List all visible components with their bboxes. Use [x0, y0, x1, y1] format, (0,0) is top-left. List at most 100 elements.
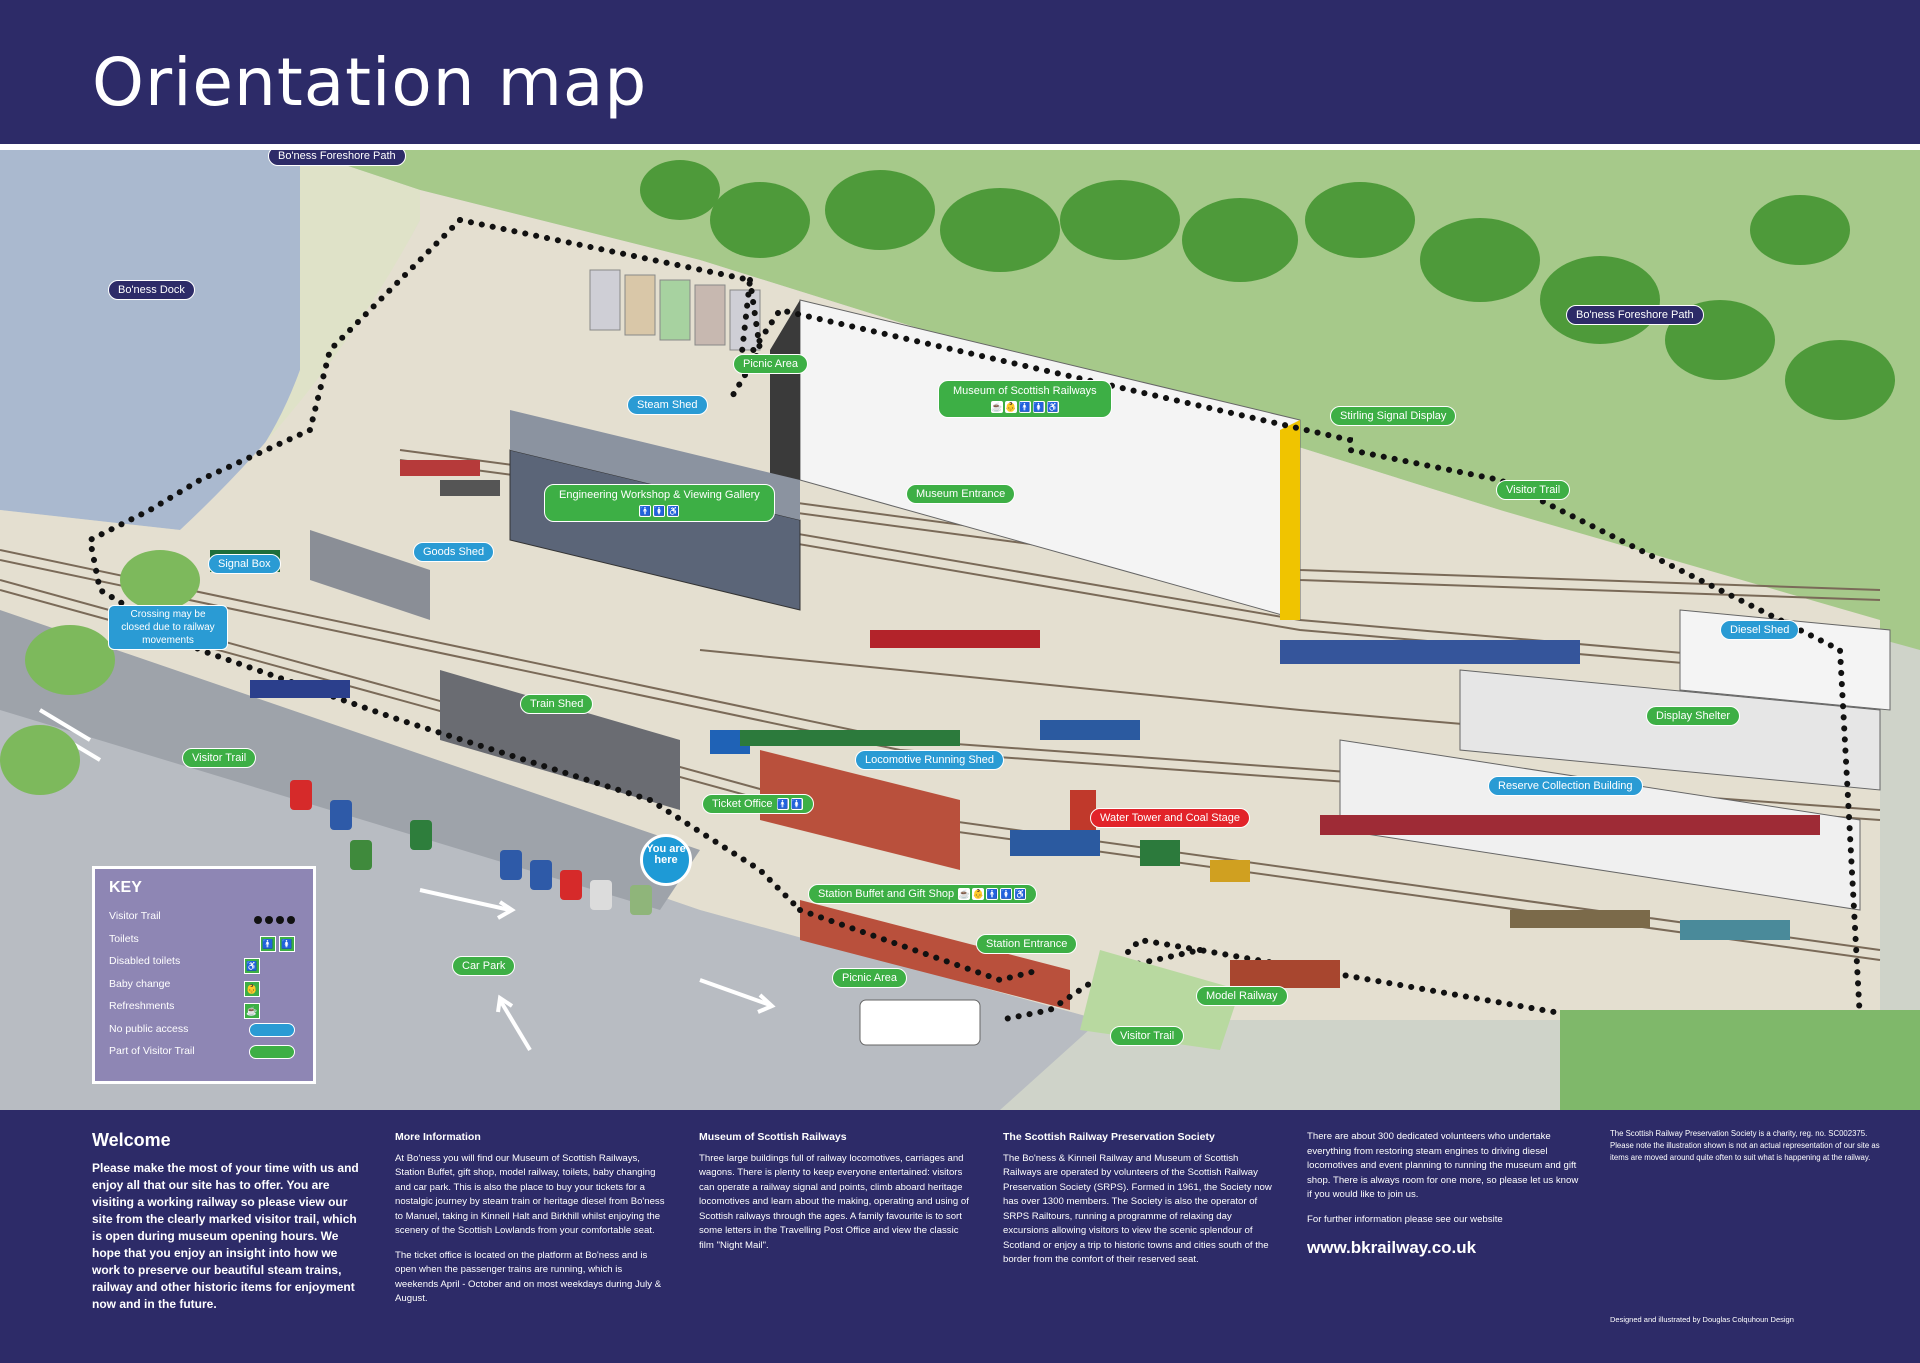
label-display-shelter: Display Shelter: [1646, 706, 1740, 726]
dock-water: [0, 150, 300, 530]
label-water-tower-coal-stage: Water Tower and Coal Stage: [1090, 808, 1251, 828]
label-visitor-trail-west: Visitor Trail: [182, 748, 257, 768]
key-label: Refreshments: [109, 1000, 175, 1012]
key-label: No public access: [109, 1022, 189, 1035]
blue-pill-swatch: [249, 1022, 295, 1046]
welcome-text: Please make the most of your time with u…: [92, 1161, 359, 1311]
label-car-park: Car Park: [452, 956, 516, 976]
key-label: Toilets: [109, 932, 139, 945]
museum-column: Museum of Scottish Railways Three large …: [699, 1130, 971, 1263]
trail-dots-icon: [251, 910, 295, 933]
wheelchair-icon: ♿: [667, 505, 680, 517]
display-shelter-building: [1459, 669, 1881, 791]
lower-road: [0, 610, 700, 910]
road-arrows: [38, 708, 776, 1052]
key-row-visitor-trail: Visitor Trail: [109, 905, 299, 928]
srps-column: The Scottish Railway Preservation Societ…: [1003, 1130, 1275, 1278]
workshop-label-text: Engineering Workshop & Viewing Gallery: [559, 489, 760, 501]
label-signal-box: Signal Box: [208, 554, 281, 574]
footer-info: Welcome Please make the most of your tim…: [0, 1110, 1920, 1363]
museum-amenity-icons: ☕👶🚹🚺♿: [953, 400, 1097, 414]
volunteers-paragraph-2: For further information please see our w…: [1307, 1213, 1503, 1225]
label-station-entrance: Station Entrance: [976, 934, 1078, 954]
trees-left: [0, 550, 200, 795]
label-picnic-area-south: Picnic Area: [832, 968, 908, 988]
rolling-stock: [210, 460, 1820, 988]
page-title: Orientation map: [92, 44, 648, 121]
key-title: KEY: [109, 879, 142, 896]
key-row-disabled-toilets: Disabled toilets♿: [109, 950, 299, 974]
toilet-icon: 🚹: [1018, 401, 1031, 413]
charity-note: The Scottish Railway Preservation Societ…: [1610, 1129, 1880, 1162]
header-divider: [0, 144, 1920, 150]
toilet-icon: 🚺: [1000, 888, 1013, 900]
key-label: Baby change: [109, 977, 171, 990]
more-info-paragraph-2: The ticket office is located on the plat…: [395, 1249, 662, 1305]
toilet-icon: 🚹🚺: [257, 933, 295, 956]
label-visitor-trail-east: Visitor Trail: [1496, 480, 1571, 500]
map-illustration: [0, 150, 1920, 1110]
ticket-office-label-text: Ticket Office: [712, 798, 773, 810]
volunteers-column: There are about 300 dedicated volunteers…: [1307, 1130, 1579, 1256]
more-info-heading: More Information: [395, 1131, 481, 1143]
label-picnic-area-north: Picnic Area: [733, 354, 809, 374]
tree-band: [640, 160, 1895, 420]
label-goods-shed: Goods Shed: [413, 542, 495, 562]
cup-icon: ☕: [990, 401, 1003, 413]
museum-label-text: Museum of Scottish Railways: [953, 385, 1097, 397]
label-steam-shed: Steam Shed: [627, 395, 708, 415]
museum-heading: Museum of Scottish Railways: [699, 1131, 847, 1143]
key-row-part-of-visitor-trail: Part of Visitor Trail: [109, 1040, 299, 1063]
baby-change-icon: 👶: [1004, 401, 1017, 413]
baby-change-icon: 👶: [972, 888, 985, 900]
srps-paragraph: The Bo'ness & Kinneil Railway and Museum…: [1003, 1152, 1272, 1266]
srps-heading: The Scottish Railway Preservation Societ…: [1003, 1131, 1215, 1143]
key-label: Visitor Trail: [109, 910, 161, 922]
label-model-railway: Model Railway: [1196, 986, 1288, 1006]
label-ticket-office: Ticket Office 🚹🚺: [702, 794, 814, 814]
you-are-here-marker: You are here: [640, 834, 692, 886]
key-row-refreshments: Refreshments☕: [109, 995, 299, 1019]
volunteers-paragraph-1: There are about 300 dedicated volunteers…: [1307, 1131, 1579, 1200]
key-row-toilets: Toilets🚹🚺: [109, 928, 299, 952]
buffet-label-text: Station Buffet and Gift Shop: [818, 888, 955, 900]
grass-station: [1080, 950, 1240, 1050]
grass-bottom-right: [1560, 1010, 1920, 1110]
river-bank: [180, 150, 420, 530]
label-museum-of-scottish-railways: Museum of Scottish Railways ☕👶🚹🚺♿: [938, 380, 1112, 418]
loco-shed-building: [760, 750, 960, 870]
cars: [290, 780, 981, 1046]
label-locomotive-running-shed: Locomotive Running Shed: [855, 750, 1005, 770]
welcome-heading: Welcome: [92, 1130, 171, 1150]
label-train-shed: Train Shed: [520, 694, 594, 714]
cup-icon: ☕: [241, 1000, 260, 1023]
design-credit: Designed and illustrated by Douglas Colq…: [1610, 1315, 1794, 1324]
wheelchair-icon: ♿: [1046, 401, 1059, 413]
toilet-icon: 🚹: [639, 505, 652, 517]
label-station-buffet-gift-shop: Station Buffet and Gift Shop ☕👶🚹🚺♿: [808, 884, 1038, 904]
key-row-no-public-access: No public access: [109, 1018, 299, 1041]
toilet-icon: 🚹: [986, 888, 999, 900]
label-stirling-signal-display: Stirling Signal Display: [1330, 406, 1457, 426]
orientation-map: Bo'ness Foreshore Path Bo'ness Dock Bo'n…: [0, 150, 1920, 1110]
label-boness-foreshore-path-west: Bo'ness Foreshore Path: [268, 150, 406, 166]
label-museum-entrance: Museum Entrance: [906, 484, 1016, 504]
toilet-icon: 🚺: [653, 505, 666, 517]
label-crossing-warning: Crossing may be closed due to railway mo…: [108, 605, 228, 650]
toilet-icon: 🚺: [1032, 401, 1045, 413]
wheelchair-icon: ♿: [241, 955, 260, 978]
key-label: Disabled toilets: [109, 955, 181, 967]
train-shed-building: [440, 670, 680, 810]
cup-icon: ☕: [958, 888, 971, 900]
label-reserve-collection-building: Reserve Collection Building: [1488, 776, 1643, 796]
label-visitor-trail-south: Visitor Trail: [1110, 1026, 1185, 1046]
website-link[interactable]: www.bkrailway.co.uk: [1307, 1238, 1477, 1257]
key-row-baby-change: Baby change👶: [109, 973, 299, 997]
label-diesel-shed: Diesel Shed: [1720, 620, 1800, 640]
more-info-column: More Information At Bo'ness you will fin…: [395, 1130, 667, 1317]
museum-paragraph: Three large buildings full of railway lo…: [699, 1152, 969, 1251]
goods-shed-building: [310, 530, 430, 620]
map-key: KEY Visitor Trail Toilets🚹🚺 Disabled toi…: [92, 866, 316, 1084]
label-engineering-workshop: Engineering Workshop & Viewing Gallery 🚹…: [544, 484, 775, 522]
header-bar: Orientation map: [0, 0, 1920, 148]
